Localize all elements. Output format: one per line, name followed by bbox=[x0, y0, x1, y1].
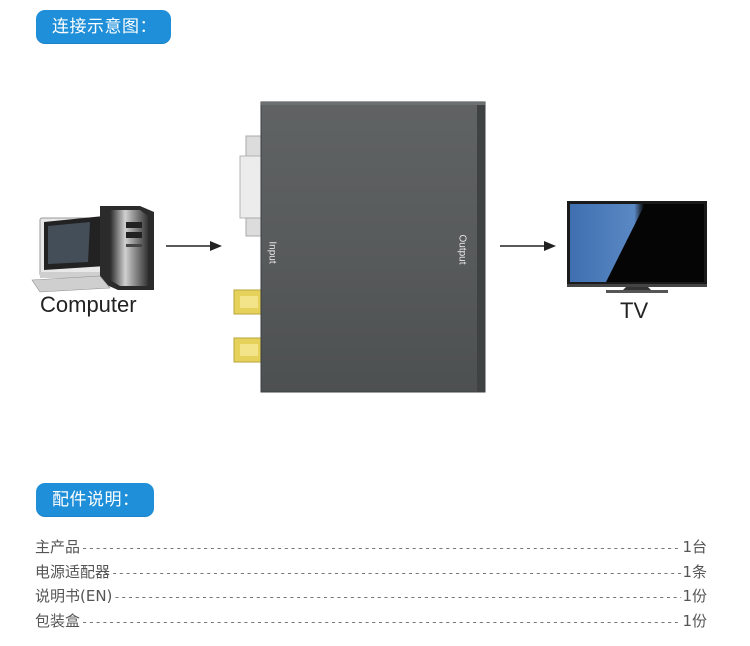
computer-icon bbox=[31, 206, 154, 293]
item-quantity: 1台 bbox=[682, 538, 707, 556]
item-name: 包装盒 bbox=[35, 611, 81, 630]
arrow-icon bbox=[166, 241, 222, 251]
leader-dots: ----------------------------------------… bbox=[113, 590, 681, 604]
list-item: 电源适配器 ----------------------------------… bbox=[35, 561, 707, 586]
item-name: 主产品 bbox=[35, 538, 81, 556]
item-quantity: 1份 bbox=[682, 587, 707, 605]
converter-device bbox=[233, 101, 486, 393]
item-quantity: 1份 bbox=[682, 611, 707, 630]
accessories-title: 配件说明： bbox=[36, 483, 154, 517]
output-port-label: Output bbox=[456, 234, 468, 265]
input-port-label: Input bbox=[266, 241, 278, 264]
item-quantity: 1条 bbox=[682, 562, 707, 581]
leader-dots: ----------------------------------------… bbox=[111, 565, 682, 580]
leader-dots: ----------------------------------------… bbox=[81, 614, 681, 629]
list-item: 主产品 ------------------------------------… bbox=[35, 536, 707, 561]
connection-diagram bbox=[31, 101, 707, 393]
arrow-icon bbox=[500, 241, 556, 251]
leader-dots: ----------------------------------------… bbox=[81, 541, 681, 555]
tv-icon bbox=[567, 201, 707, 293]
item-name: 电源适配器 bbox=[35, 562, 111, 581]
connection-diagram-title: 连接示意图： bbox=[36, 10, 171, 44]
item-name: 说明书(EN) bbox=[35, 587, 113, 605]
list-item: 说明书(EN) --------------------------------… bbox=[35, 585, 707, 610]
accessories-list: 主产品 ------------------------------------… bbox=[35, 536, 707, 634]
tv-label: TV bbox=[620, 298, 649, 323]
list-item: 包装盒 ------------------------------------… bbox=[35, 610, 707, 635]
computer-label: Computer bbox=[40, 292, 137, 317]
